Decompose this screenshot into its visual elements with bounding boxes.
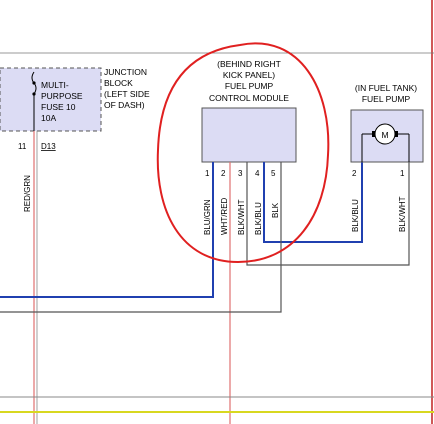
wire-label-red-grn: RED/GRN	[23, 175, 32, 212]
pump-pin-1: 1	[400, 169, 405, 178]
pump-pin-2: 2	[352, 169, 357, 178]
wire-label-blk: BLK	[271, 202, 280, 218]
fuse-label-line-3: FUSE 10	[41, 102, 76, 112]
motor-brush-left	[372, 131, 375, 137]
motor-icon	[374, 123, 396, 145]
fuse-terminal-bottom	[32, 92, 36, 96]
junction-pin-d13: D13	[41, 142, 56, 151]
control-module-title-2: KICK PANEL)	[223, 70, 275, 80]
module-pin-4: 4	[255, 169, 260, 178]
motor-brush-right	[395, 131, 398, 137]
fuel-pump-title-1: (IN FUEL TANK)	[355, 83, 417, 93]
module-pin-1: 1	[205, 169, 210, 178]
module-pin-5: 5	[271, 169, 276, 178]
control-module-box	[201, 107, 297, 163]
wire-label-pump-blk-blu: BLK/BLU	[351, 199, 360, 232]
control-module-title-1: (BEHIND RIGHT	[217, 59, 281, 69]
fuse-label-line-1: MULTI-	[41, 80, 69, 90]
junction-block-box	[0, 67, 102, 132]
wire-label-wht-red: WHT/RED	[220, 197, 229, 235]
junction-block: MULTI- PURPOSE FUSE 10 10A	[0, 67, 102, 132]
wire-blk-blu	[263, 162, 363, 243]
module-pin-2: 2	[221, 169, 226, 178]
module-pin-3: 3	[238, 169, 243, 178]
control-module-title-4: CONTROL MODULE	[209, 93, 289, 103]
junction-block-title-1: JUNCTION	[104, 67, 147, 77]
wire-label-blu-grn: BLU/GRN	[203, 199, 212, 235]
fuse-label-line-2: PURPOSE	[41, 91, 83, 101]
junction-block-title-2: BLOCK	[104, 78, 133, 88]
fuse-label-line-4: 10A	[41, 113, 56, 123]
motor-symbol-label: M	[381, 130, 388, 140]
wire-label-blk-blu: BLK/BLU	[254, 202, 263, 235]
fuse-terminal-top	[32, 81, 36, 85]
annotation-circle	[156, 42, 330, 264]
wire-blu-grn	[0, 162, 214, 298]
fuel-pump-title-2: FUEL PUMP	[362, 94, 411, 104]
wire-label-blk-wht: BLK/WHT	[237, 199, 246, 235]
wire-blk-wht	[246, 162, 410, 266]
junction-block-title-3: (LEFT SIDE	[104, 89, 150, 99]
junction-block-title-4: OF DASH)	[104, 100, 145, 110]
wire-label-pump-blk-wht: BLK/WHT	[398, 196, 407, 232]
wire-blk	[0, 162, 282, 313]
junction-pin-11: 11	[18, 142, 27, 151]
control-module-title-3: FUEL PUMP	[225, 81, 274, 91]
